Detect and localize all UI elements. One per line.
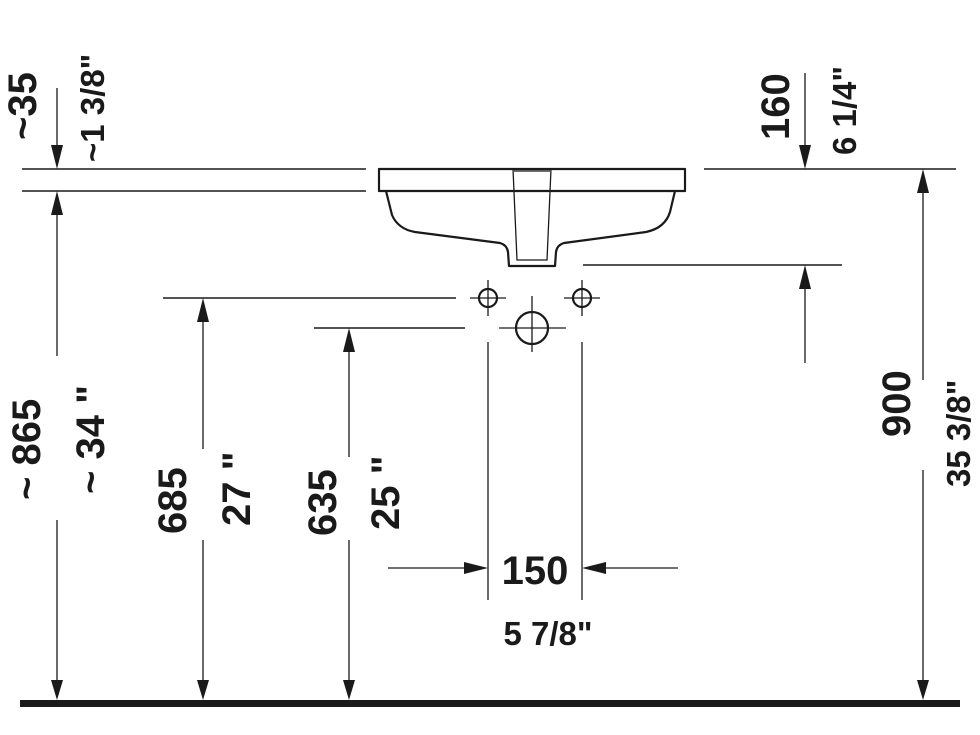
arrow-right-icon	[464, 562, 488, 574]
rim-thickness-inch-label: ~1 3/8"	[74, 54, 111, 162]
tap-hole-height-mm-label: 685	[151, 467, 195, 534]
arrow-up-icon	[917, 169, 929, 193]
tap-hole-left-icon	[470, 280, 506, 316]
tap-spacing-mm-label: 150	[502, 549, 569, 593]
under-counter-height-inch-label: ~ 34 "	[69, 385, 113, 494]
arrow-down-icon	[799, 145, 811, 169]
rim-thickness-mm-label: ~35	[1, 72, 45, 140]
drain-outlet-icon	[499, 296, 566, 352]
arrow-up-icon	[799, 265, 811, 289]
under-counter-height-mm-label: ~ 865	[5, 399, 49, 500]
arrow-up-icon	[197, 298, 209, 322]
drain-depth-inch-label: 6 1/4"	[826, 66, 863, 155]
floor-line	[20, 700, 960, 707]
arrow-down-icon	[51, 680, 63, 700]
counter-top-height-inch-label: 35 3/8"	[940, 380, 977, 487]
tap-spacing-inch-label: 5 7/8"	[503, 615, 592, 652]
tap-hole-height-inch-label: 27 "	[215, 451, 259, 526]
tap-hole-right-icon	[564, 280, 600, 316]
arrow-left-icon	[582, 562, 606, 574]
drain-depth-mm-label: 160	[754, 73, 798, 140]
arrow-down-icon	[51, 145, 63, 169]
arrow-down-icon	[343, 680, 355, 700]
drain-height-inch-label: 25 "	[364, 455, 408, 530]
arrow-down-icon	[197, 680, 209, 700]
washbasin-section	[377, 167, 687, 268]
arrow-up-icon	[343, 328, 355, 352]
drain-height-mm-label: 635	[301, 469, 345, 536]
counter-top-height-mm-label: 900	[875, 370, 919, 437]
arrow-up-icon	[51, 191, 63, 215]
arrow-down-icon	[917, 680, 929, 700]
